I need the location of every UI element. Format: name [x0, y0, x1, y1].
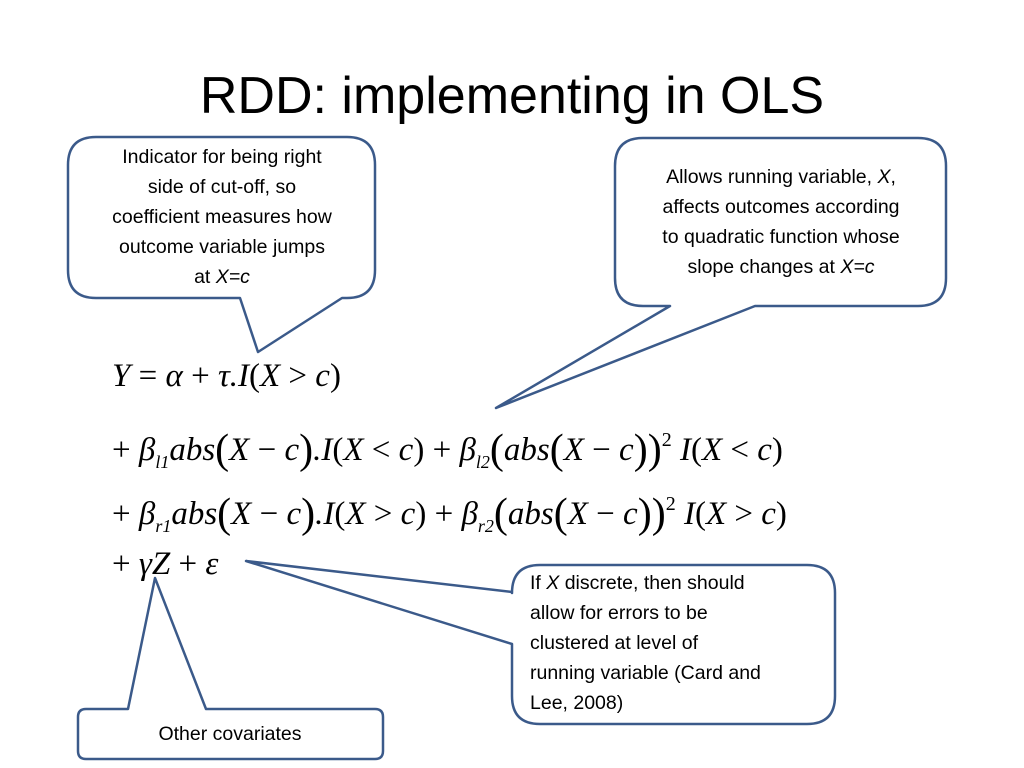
callout-discrete-line-1-prefix: If	[530, 572, 547, 594]
callout-running-line-1: Allows running variable, X,	[620, 162, 942, 192]
callout-indicator-line-5-italic: X=c	[215, 266, 250, 288]
callout-indicator-shape	[66, 135, 377, 354]
callout-indicator-text: Indicator for being right side of cut-of…	[72, 142, 372, 292]
callout-discrete-shape	[244, 559, 837, 726]
callout-discrete-line-1: If X discrete, then should	[530, 568, 830, 598]
callout-running-line-3: to quadratic function whose	[662, 226, 900, 248]
callout-discrete-text: If X discrete, then should allow for err…	[530, 568, 830, 718]
callout-running-shape	[494, 136, 948, 410]
callout-covariates-shape	[76, 576, 385, 761]
callout-indicator-line-5: at X=c	[72, 262, 372, 292]
callout-discrete-line-2: allow for errors to be	[530, 602, 708, 624]
callout-running-line-1-prefix: Allows running variable,	[666, 166, 878, 188]
callout-running-line-2: affects outcomes according	[662, 196, 900, 218]
equation-line-4: + γZ + ε	[112, 546, 219, 582]
callout-running-line-4: slope changes at X=c	[620, 252, 942, 282]
callout-discrete-line-5: Lee, 2008)	[530, 692, 624, 714]
callout-discrete-line-4: running variable (Card and	[530, 662, 761, 684]
equation-line-2: + βl1abs(X − c).I(X < c) + βl2(abs(X − c…	[112, 427, 783, 473]
callout-running-line-4-italic: X=c	[840, 256, 875, 278]
callout-indicator-line-2: side of cut-off, so	[147, 176, 297, 198]
callout-discrete-line-1-italic: X	[546, 572, 560, 594]
callout-running-line-4-prefix: slope changes at	[687, 256, 841, 278]
equation-line-1: Y = α + τ.I(X > c)	[112, 358, 341, 394]
callout-indicator-line-4: outcome variable jumps	[119, 236, 325, 258]
callout-discrete-line-1-suffix: discrete, then should	[559, 572, 745, 594]
callout-running-line-1-italic: X	[877, 166, 891, 188]
callout-covariates-text: Other covariates	[158, 723, 302, 745]
callout-discrete-line-3: clustered at level of	[530, 632, 699, 654]
equation-line-3: + βr1abs(X − c).I(X > c) + βr2(abs(X − c…	[112, 491, 787, 537]
slide-title: RDD: implementing in OLS	[199, 67, 825, 125]
callout-indicator-line-5-prefix: at	[194, 266, 216, 288]
callout-indicator-line-3: coefficient measures how	[112, 206, 332, 228]
callout-indicator-line-1: Indicator for being right	[122, 146, 322, 168]
callout-running-line-1-suffix: ,	[890, 166, 896, 188]
callout-running-text: Allows running variable, X, affects outc…	[620, 162, 942, 282]
